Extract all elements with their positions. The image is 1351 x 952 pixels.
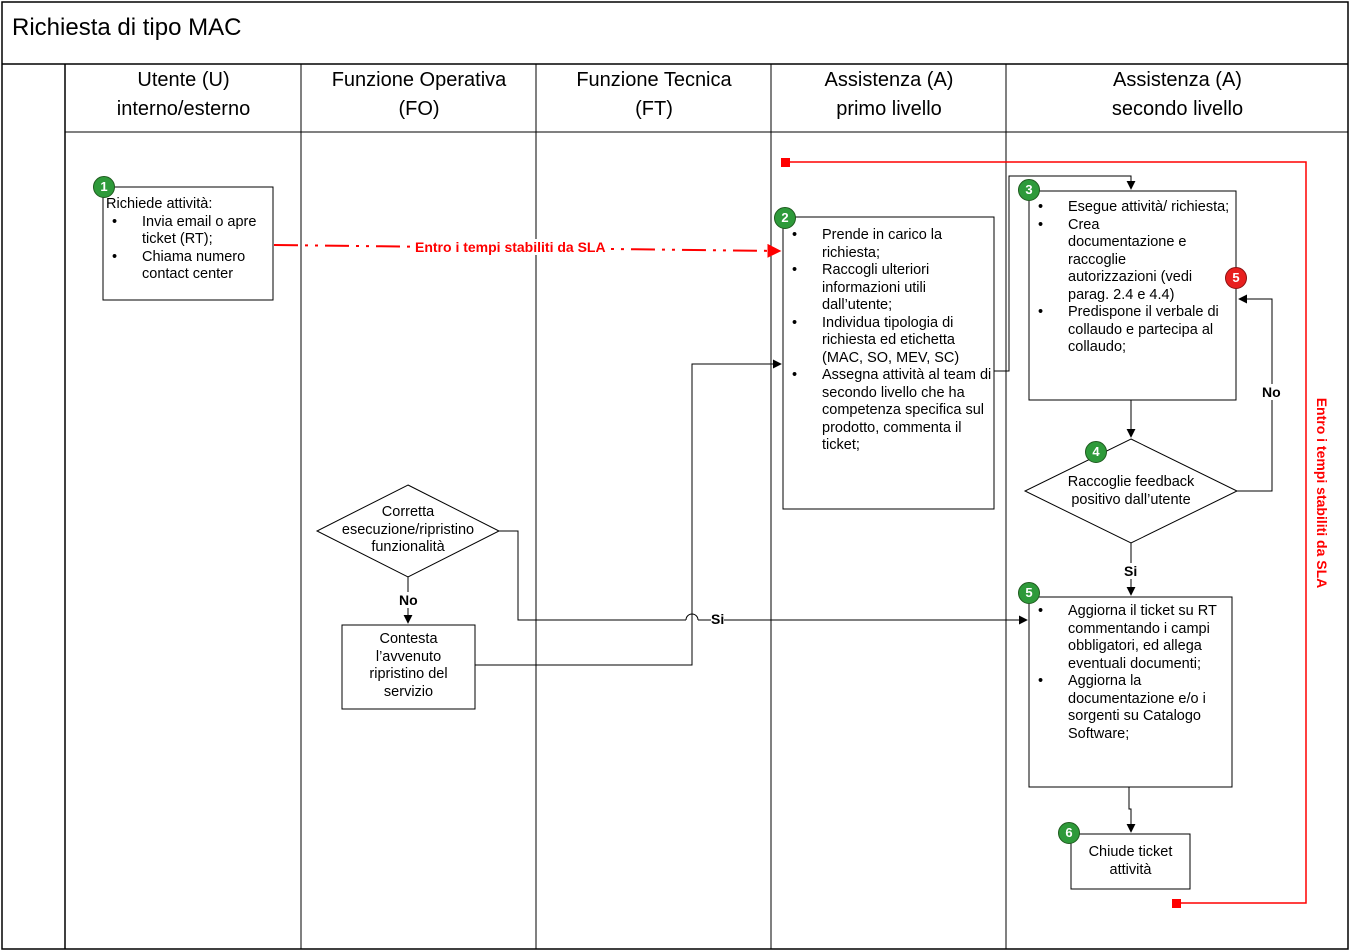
label-no-a2: No <box>1262 384 1281 400</box>
step1-text: Richiede attività: Invia email o apre ti… <box>106 196 272 284</box>
step1-item: Invia email o apre ticket (RT); <box>106 214 272 249</box>
lane-header-line1: Funzione Operativa <box>331 69 507 91</box>
step-badge-1: 1 <box>93 176 115 198</box>
step5-text: Aggiorna il ticket su RT commentando i c… <box>1032 603 1230 743</box>
sla-arrow <box>273 243 782 258</box>
step5-item: Aggiorna il ticket su RT commentando i c… <box>1032 603 1230 673</box>
lane-header-line1: Assistenza (A) <box>824 69 954 91</box>
step-badge-5: 5 <box>1018 582 1040 604</box>
lane-header-line2: primo livello <box>836 98 942 120</box>
connector-contest-to-2 <box>475 359 782 666</box>
sla-loop <box>785 161 1307 904</box>
diagram-title: Richiesta di tipo MAC <box>12 14 242 41</box>
lane-header-a2: Assistenza (A) secondo livello <box>1007 66 1348 132</box>
label-si-fo: Si <box>711 611 725 627</box>
step1-item: Chiama numero contact center <box>106 249 272 284</box>
lane-header-ft: Funzione Tecnica (FT) <box>537 66 771 132</box>
lane-header-line2: (FT) <box>635 98 673 120</box>
lane-header-line2: interno/esterno <box>116 98 251 120</box>
step2-item: Individua tipologia di richiesta ed etic… <box>786 315 992 368</box>
lane-header-line1: Utente (U) <box>137 69 230 91</box>
step-badge-4: 4 <box>1085 441 1107 463</box>
step5-item: Aggiorna la documentazione e/o i sorgent… <box>1032 673 1230 743</box>
connector-fo-si <box>499 530 686 621</box>
sla-label-vertical: Entro i tempi stabiliti da SLA <box>1314 397 1330 589</box>
lane-header-line2: secondo livello <box>1111 98 1244 120</box>
label-no-fo: No <box>399 592 418 608</box>
lane-header-fo: Funzione Operativa (FO) <box>302 66 536 132</box>
step2-item: Assegna attività al team di secondo live… <box>786 367 992 455</box>
lane-header-utente: Utente (U) interno/esterno <box>66 66 301 132</box>
fo-contest-text: Contesta l’avvenuto ripristino del servi… <box>369 631 448 700</box>
sla-loop-start <box>781 158 790 167</box>
step3-text: Esegue attività/ richiesta; Crea documen… <box>1032 199 1234 357</box>
fo-decision-text: Corretta esecuzione/ripristino funzional… <box>341 504 475 555</box>
lane-header-line1: Assistenza (A) <box>1113 69 1242 91</box>
sla-label-horizontal: Entro i tempi stabiliti da SLA <box>413 239 608 255</box>
connector-2-to-3 <box>994 175 1136 372</box>
lane-header-line1: Funzione Tecnica <box>576 69 732 91</box>
step3-item: Crea documentazione e raccoglie autorizz… <box>1032 217 1204 305</box>
step2-text: Prende in carico la richiesta; Raccogli … <box>786 227 992 455</box>
connector-5-to-6 <box>1126 787 1136 833</box>
step1-heading: Richiede attività: <box>106 196 213 212</box>
step3-item: Predispone il verbale di collaudo e part… <box>1032 304 1234 357</box>
step-badge-6: 6 <box>1058 822 1080 844</box>
step-badge-2: 2 <box>774 207 796 229</box>
sla-loop-end <box>1172 899 1181 908</box>
lane-header-line2: (FO) <box>398 98 440 120</box>
step-badge-3: 3 <box>1018 179 1040 201</box>
step2-item: Prende in carico la richiesta; <box>786 227 992 262</box>
step-badge-5-alert: 5 <box>1225 267 1247 289</box>
fo-contest-box <box>341 624 476 710</box>
step6-text: Chiude ticket attività <box>1088 844 1173 878</box>
step6-box <box>1070 833 1191 890</box>
lane-header-a1: Assistenza (A) primo livello <box>772 66 1006 132</box>
step3-item: Esegue attività/ richiesta; <box>1032 199 1234 217</box>
step2-item: Raccogli ulteriori informazioni utili da… <box>786 262 992 315</box>
step4-text: Raccoglie feedback positivo dall’utente <box>1067 474 1195 508</box>
label-si-a2: Si <box>1124 563 1138 579</box>
